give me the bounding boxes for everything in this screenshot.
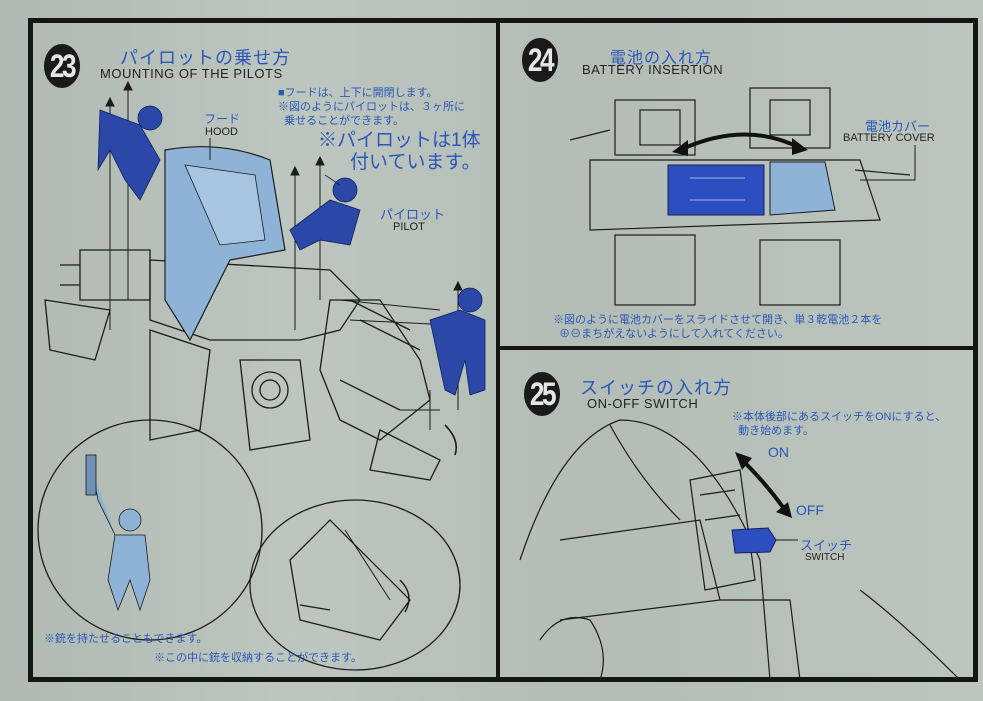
battery-cover xyxy=(769,161,836,216)
on-label: ON xyxy=(768,444,789,460)
leg-lower-right xyxy=(759,239,841,306)
leg-upper-right xyxy=(749,87,831,149)
leg-lower-left xyxy=(614,234,696,306)
leg-upper-left xyxy=(614,99,696,156)
switch-label-en: SWITCH xyxy=(805,552,845,563)
switch-instructions: ※本体後部にあるスイッチをONにすると、 動き始めます。 xyxy=(732,411,947,437)
pilot-holding-gun xyxy=(85,454,151,612)
step-number-badge: 23 xyxy=(43,44,81,88)
pilot-figure-top xyxy=(97,105,163,201)
mech-illustration xyxy=(37,80,486,671)
step-number-badge: 24 xyxy=(521,38,559,82)
on-off-arrow xyxy=(740,458,787,512)
mech-blade xyxy=(44,299,111,361)
section-title-jp: パイロットの乗せ方 xyxy=(120,48,291,68)
mech-shell-outline xyxy=(519,419,771,681)
callout-pilot-with-gun xyxy=(37,419,263,641)
battery-cover-label-en: BATTERY COVER xyxy=(843,132,935,144)
mech-gatling xyxy=(60,249,151,301)
mech-rear-armor xyxy=(319,299,431,441)
callout-gun-storage xyxy=(249,499,461,671)
pilot-figure-rear xyxy=(429,287,486,396)
battery-instructions: ※図のように電池カバーをスライドさせて開き、単３乾電池２本を ⊕⊖まちがえないよ… xyxy=(553,314,883,340)
battery-cover-label-jp: 電池カバー xyxy=(865,119,931,134)
pilot-label-en: PILOT xyxy=(393,221,425,233)
switch-housing xyxy=(689,469,756,591)
vertical-divider xyxy=(496,18,500,682)
mech-body xyxy=(149,259,361,341)
hood-label-en: HOOD xyxy=(205,126,238,138)
pilot-count-note: ※パイロットは1体 付いています。 xyxy=(318,130,481,173)
horizontal-divider xyxy=(498,346,978,350)
section-title-jp: スイッチの入れ方 xyxy=(580,378,732,398)
switch-part xyxy=(731,527,777,554)
pilot-label-jp: パイロット xyxy=(380,207,446,222)
page-frame xyxy=(28,18,978,682)
mech-front-leg xyxy=(149,329,211,441)
mech-mid-leg xyxy=(239,359,311,451)
gun-storage-note: ※この中に銃を収納することができます。 xyxy=(154,652,362,664)
switch-label-jp: スイッチ xyxy=(800,538,853,553)
battery-compartment xyxy=(667,164,765,216)
section-title-en: BATTERY INSERTION xyxy=(582,62,724,77)
step-number-badge: 25 xyxy=(523,372,561,416)
mech-rear-foot xyxy=(369,429,441,481)
slide-arrow xyxy=(679,132,801,152)
chassis xyxy=(589,159,881,231)
section-title-jp: 電池の入れ方 xyxy=(610,50,713,67)
section-title-en: ON-OFF SWITCH xyxy=(587,396,699,411)
section-title-en: MOUNTING OF THE PILOTS xyxy=(100,66,283,81)
pilot-figure-middle xyxy=(289,174,361,251)
gun-hold-note: ※銃を持たせることもできます。 xyxy=(44,633,208,645)
hood-label-jp: フード xyxy=(204,112,241,126)
hood-pilot-note: ■フードは、上下に開閉します。※図のようにパイロットは、３ヶ所に 乗せることがで… xyxy=(278,87,465,127)
off-label: OFF xyxy=(796,502,824,518)
